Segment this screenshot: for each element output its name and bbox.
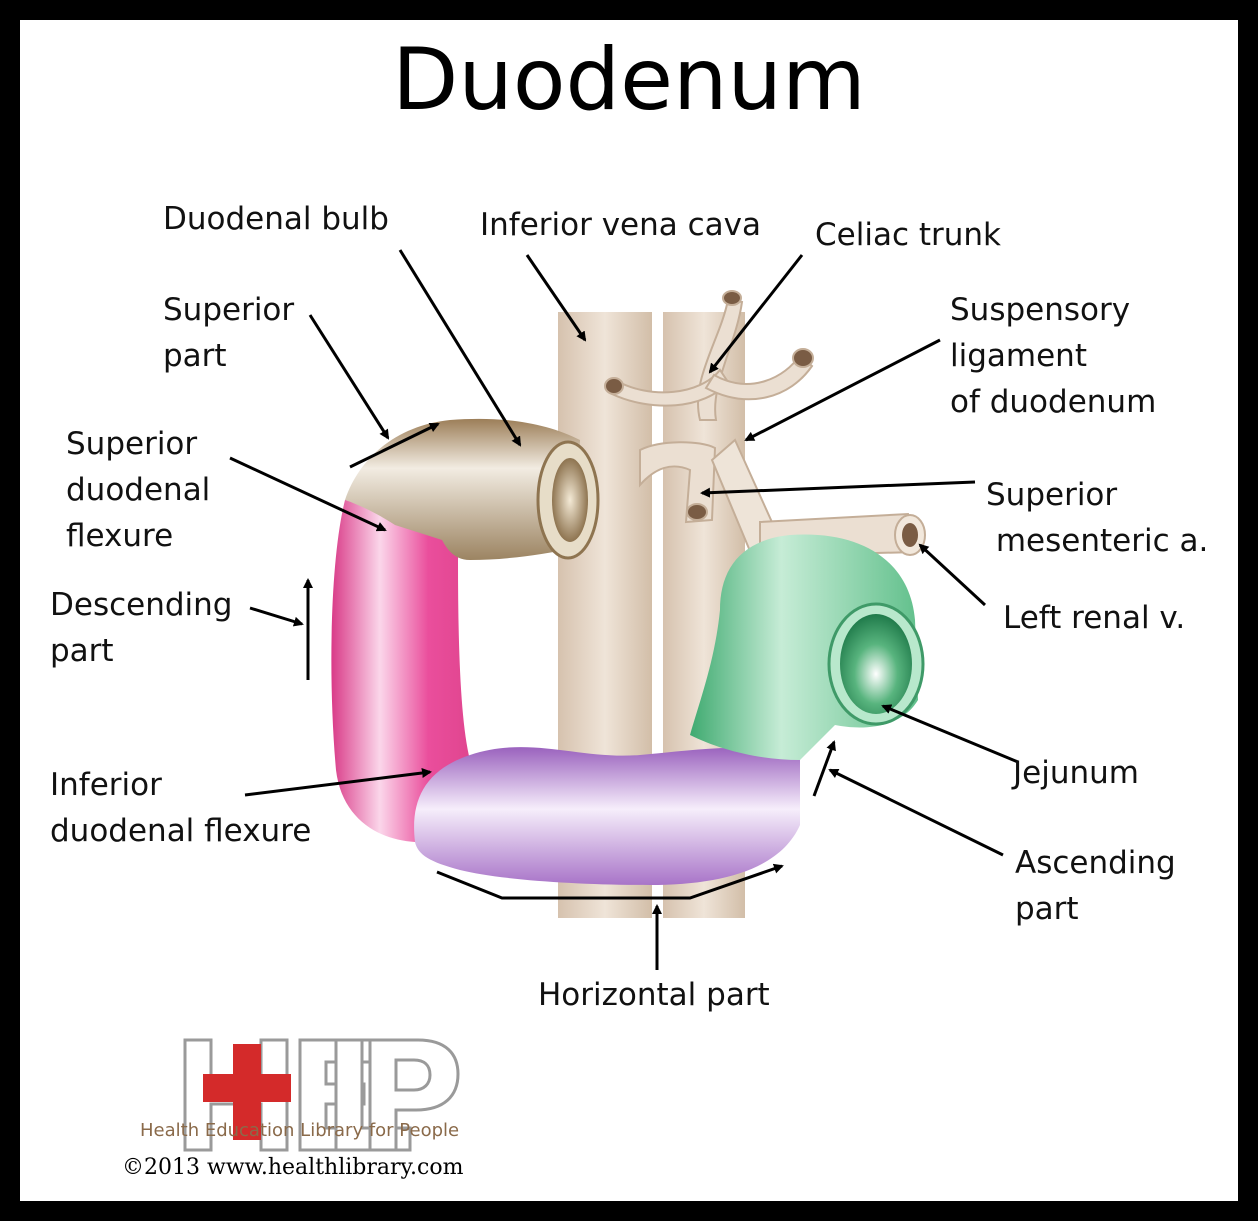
ascending-part-arrow <box>828 768 1004 857</box>
label-horizontal-part: Horizontal part <box>538 977 770 1013</box>
superior-mesenteric-arrow <box>700 480 976 498</box>
leader-lines <box>229 249 1019 970</box>
label-superior-mesenteric: Superior mesenteric a. <box>986 477 1209 559</box>
duodenal-bulb-arrow <box>398 249 522 447</box>
horizontal-part-segment <box>414 747 800 885</box>
label-ascending-part: Ascending part <box>1015 845 1176 927</box>
celiac-trunk-arrow <box>708 254 804 374</box>
superior-mesenteric-artery-vessel <box>639 441 717 524</box>
label-inferior-duodenal-flexure: Inferior duodenal flexure <box>50 767 312 849</box>
descending-part-segment <box>331 500 470 842</box>
superior-part-span-arrow <box>349 422 440 469</box>
descending-part-arrow <box>249 606 304 627</box>
jejunum-arrow <box>881 704 1019 764</box>
horizontal-part-span-arrow <box>436 863 784 900</box>
label-suspensory-ligament: Suspensory ligament of duodenum <box>950 292 1157 420</box>
copyright-link[interactable]: ©2013 www.healthlibrary.com <box>122 1155 464 1180</box>
label-celiac-trunk: Celiac trunk <box>815 217 1001 253</box>
label-descending-part: Descending part <box>50 587 233 669</box>
suspensory-ligament-arrow <box>744 338 941 442</box>
label-duodenal-bulb: Duodenal bulb <box>163 201 389 237</box>
label-left-renal: Left renal v. <box>1003 600 1186 636</box>
superior-part-segment <box>345 418 580 560</box>
page-title: Duodenum <box>392 30 866 130</box>
label-jejunum: Jejunum <box>1013 755 1139 791</box>
logo-tagline: Health Education Library for People <box>140 1120 460 1141</box>
label-superior-part: Superior part <box>163 292 295 374</box>
logo-letter-p <box>368 1038 460 1152</box>
left-renal-arrow <box>918 543 987 607</box>
ascending-part-span-arrow <box>812 740 836 797</box>
superior-duodenal-flexure-arrow <box>229 456 387 532</box>
logo-cross-icon <box>203 1044 291 1140</box>
inferior-duodenal-flexure-arrow <box>244 768 432 797</box>
superior-part-arrow <box>308 314 390 440</box>
inferior-vena-cava-arrow <box>525 254 587 342</box>
label-superior-duodenal-flexure: Superior duodenal flexure <box>66 426 211 554</box>
logo-letter-l <box>334 1038 412 1152</box>
help-logo <box>183 1038 460 1152</box>
label-inferior-vena-cava: Inferior vena cava <box>480 207 761 243</box>
